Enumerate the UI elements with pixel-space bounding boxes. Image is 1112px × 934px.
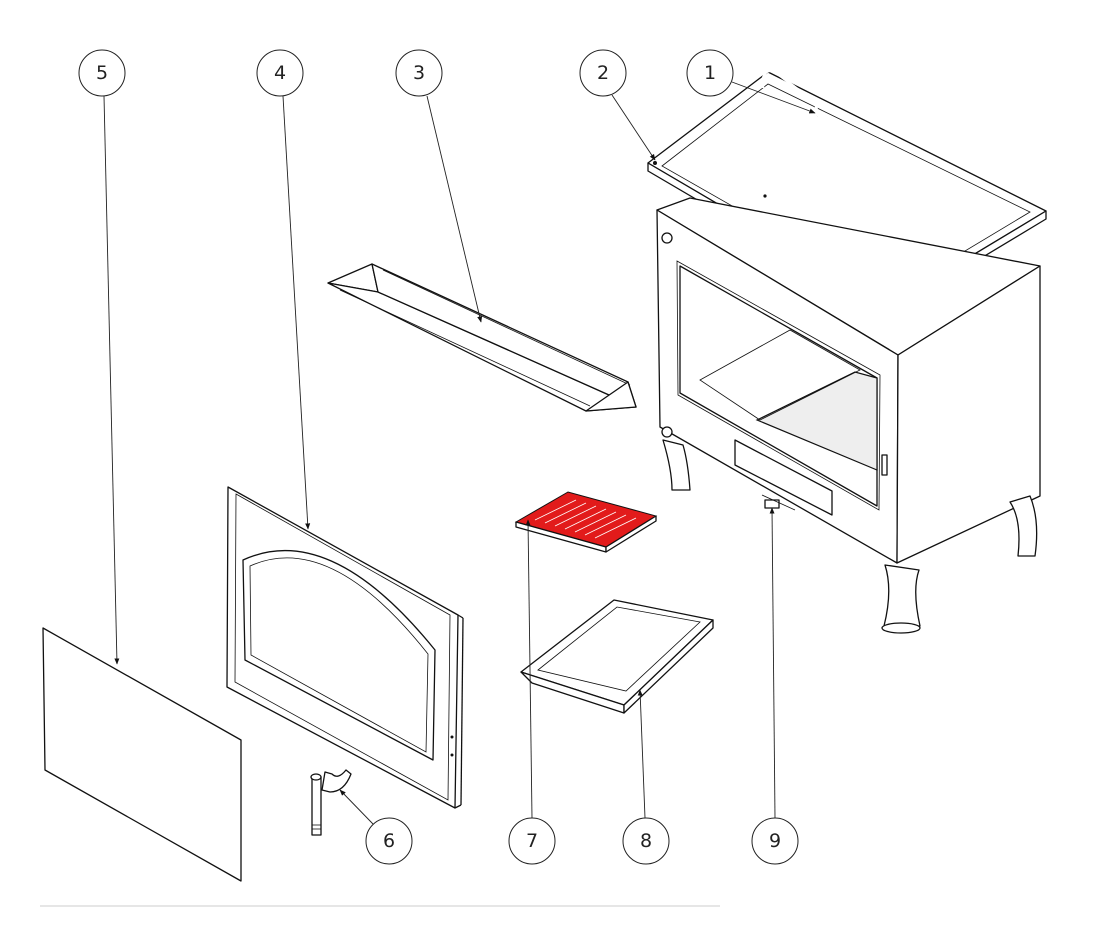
svg-text:7: 7	[526, 830, 538, 852]
part-8-ash-pan	[520, 599, 714, 714]
svg-text:5: 5	[96, 62, 108, 84]
balloon-6: 6	[365, 817, 413, 865]
part-9-latch	[764, 499, 780, 509]
svg-text:9: 9	[769, 830, 781, 852]
svg-text:6: 6	[383, 830, 395, 852]
balloon-1: 1	[686, 49, 734, 97]
part-6-hinge-pin	[310, 769, 352, 836]
svg-text:3: 3	[413, 62, 425, 84]
stove-body	[656, 197, 1041, 634]
part-3-baffle	[327, 263, 637, 412]
balloon-2: 2	[579, 49, 627, 97]
balloon-9: 9	[751, 817, 799, 865]
part-5-glass-panel	[42, 627, 242, 882]
balloon-3: 3	[395, 49, 443, 97]
svg-text:4: 4	[274, 62, 286, 84]
balloon-8: 8	[622, 817, 670, 865]
balloon-5: 5	[78, 49, 126, 97]
part-7-grate	[514, 491, 658, 553]
part-1-handle	[761, 69, 819, 117]
svg-text:1: 1	[704, 62, 716, 84]
balloon-7: 7	[508, 817, 556, 865]
svg-text:8: 8	[640, 830, 652, 852]
part-4-door-frame	[226, 486, 464, 809]
balloon-4: 4	[256, 49, 304, 97]
leader-lines	[103, 81, 816, 825]
svg-text:2: 2	[597, 62, 609, 84]
